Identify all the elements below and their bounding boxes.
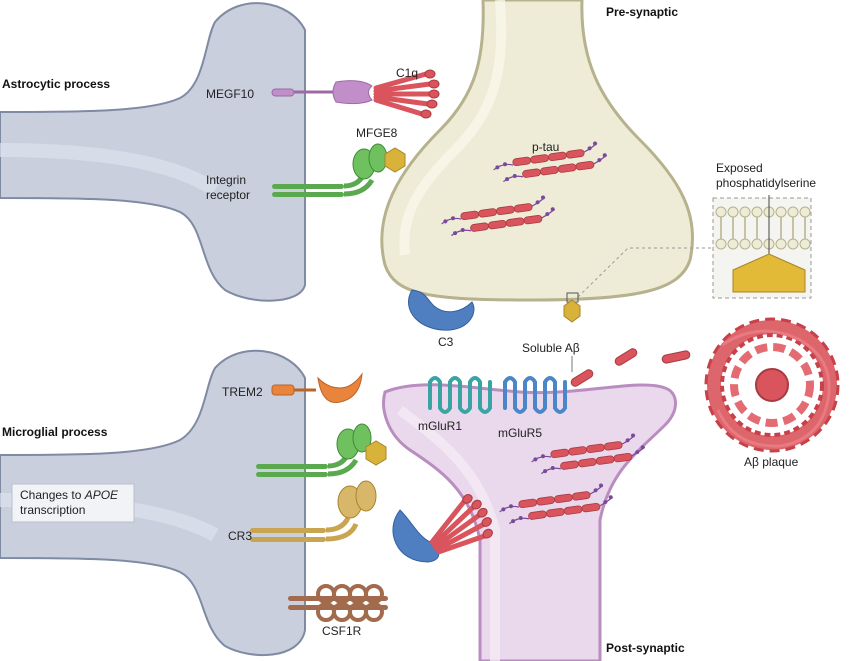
apoe-line-1: Changes to APOE (20, 488, 119, 502)
microglial-process (0, 349, 306, 656)
pre-synaptic-terminal (380, 0, 695, 302)
pre-synaptic-label: Pre-synaptic (606, 5, 678, 19)
soluble-abeta-1 (570, 369, 594, 387)
mfge8-microglia (365, 440, 387, 466)
trem2-label: TREM2 (222, 385, 263, 399)
apoe-line-2: transcription (20, 503, 85, 517)
megf10-label: MEGF10 (206, 87, 254, 101)
exposed-ps-label-1: Exposed (716, 161, 763, 175)
mglur1-label: mGluR1 (418, 419, 462, 433)
megf10-receptor (271, 80, 373, 105)
c1q-label: C1q (396, 66, 418, 80)
soluble-abeta-3 (661, 350, 691, 364)
integrin-label-1: Integrin (206, 173, 246, 187)
abeta-plaque-label: Aβ plaque (744, 455, 799, 469)
mglur5-label: mGluR5 (498, 426, 542, 440)
soluble-abeta-label: Soluble Aβ (522, 341, 580, 355)
csf1r-label: CSF1R (322, 624, 362, 638)
apoe-transcription-box: Changes to APOE transcription (11, 483, 135, 523)
cr3-label: CR3 (228, 529, 252, 543)
astrocytic-process-label: Astrocytic process (2, 77, 110, 91)
exposed-ps-marker (563, 299, 581, 323)
mglur1-receptor (428, 376, 492, 414)
c3-molecule (407, 289, 475, 331)
integrin-label-2: receptor (206, 188, 250, 202)
abeta-plaque (704, 317, 840, 453)
post-synaptic-label: Post-synaptic (606, 641, 685, 655)
trem2-receptor (271, 372, 363, 403)
c3-microglia (392, 509, 440, 563)
exposed-ps-label-2: phosphatidylserine (716, 176, 816, 190)
csf1r-receptor (288, 584, 388, 622)
mfge8-astro (384, 147, 406, 173)
mfge8-label: MFGE8 (356, 126, 398, 140)
phosphatidylserine-inset (712, 195, 812, 299)
c3-label: C3 (438, 335, 454, 349)
mglur5-receptor (503, 376, 567, 414)
astrocytic-process (0, 2, 306, 302)
p-tau-label: p-tau (532, 140, 559, 154)
microglial-process-label: Microglial process (2, 425, 108, 439)
soluble-abeta-2 (614, 348, 638, 366)
cr3-receptor (250, 480, 377, 542)
inset-connector (577, 247, 713, 298)
